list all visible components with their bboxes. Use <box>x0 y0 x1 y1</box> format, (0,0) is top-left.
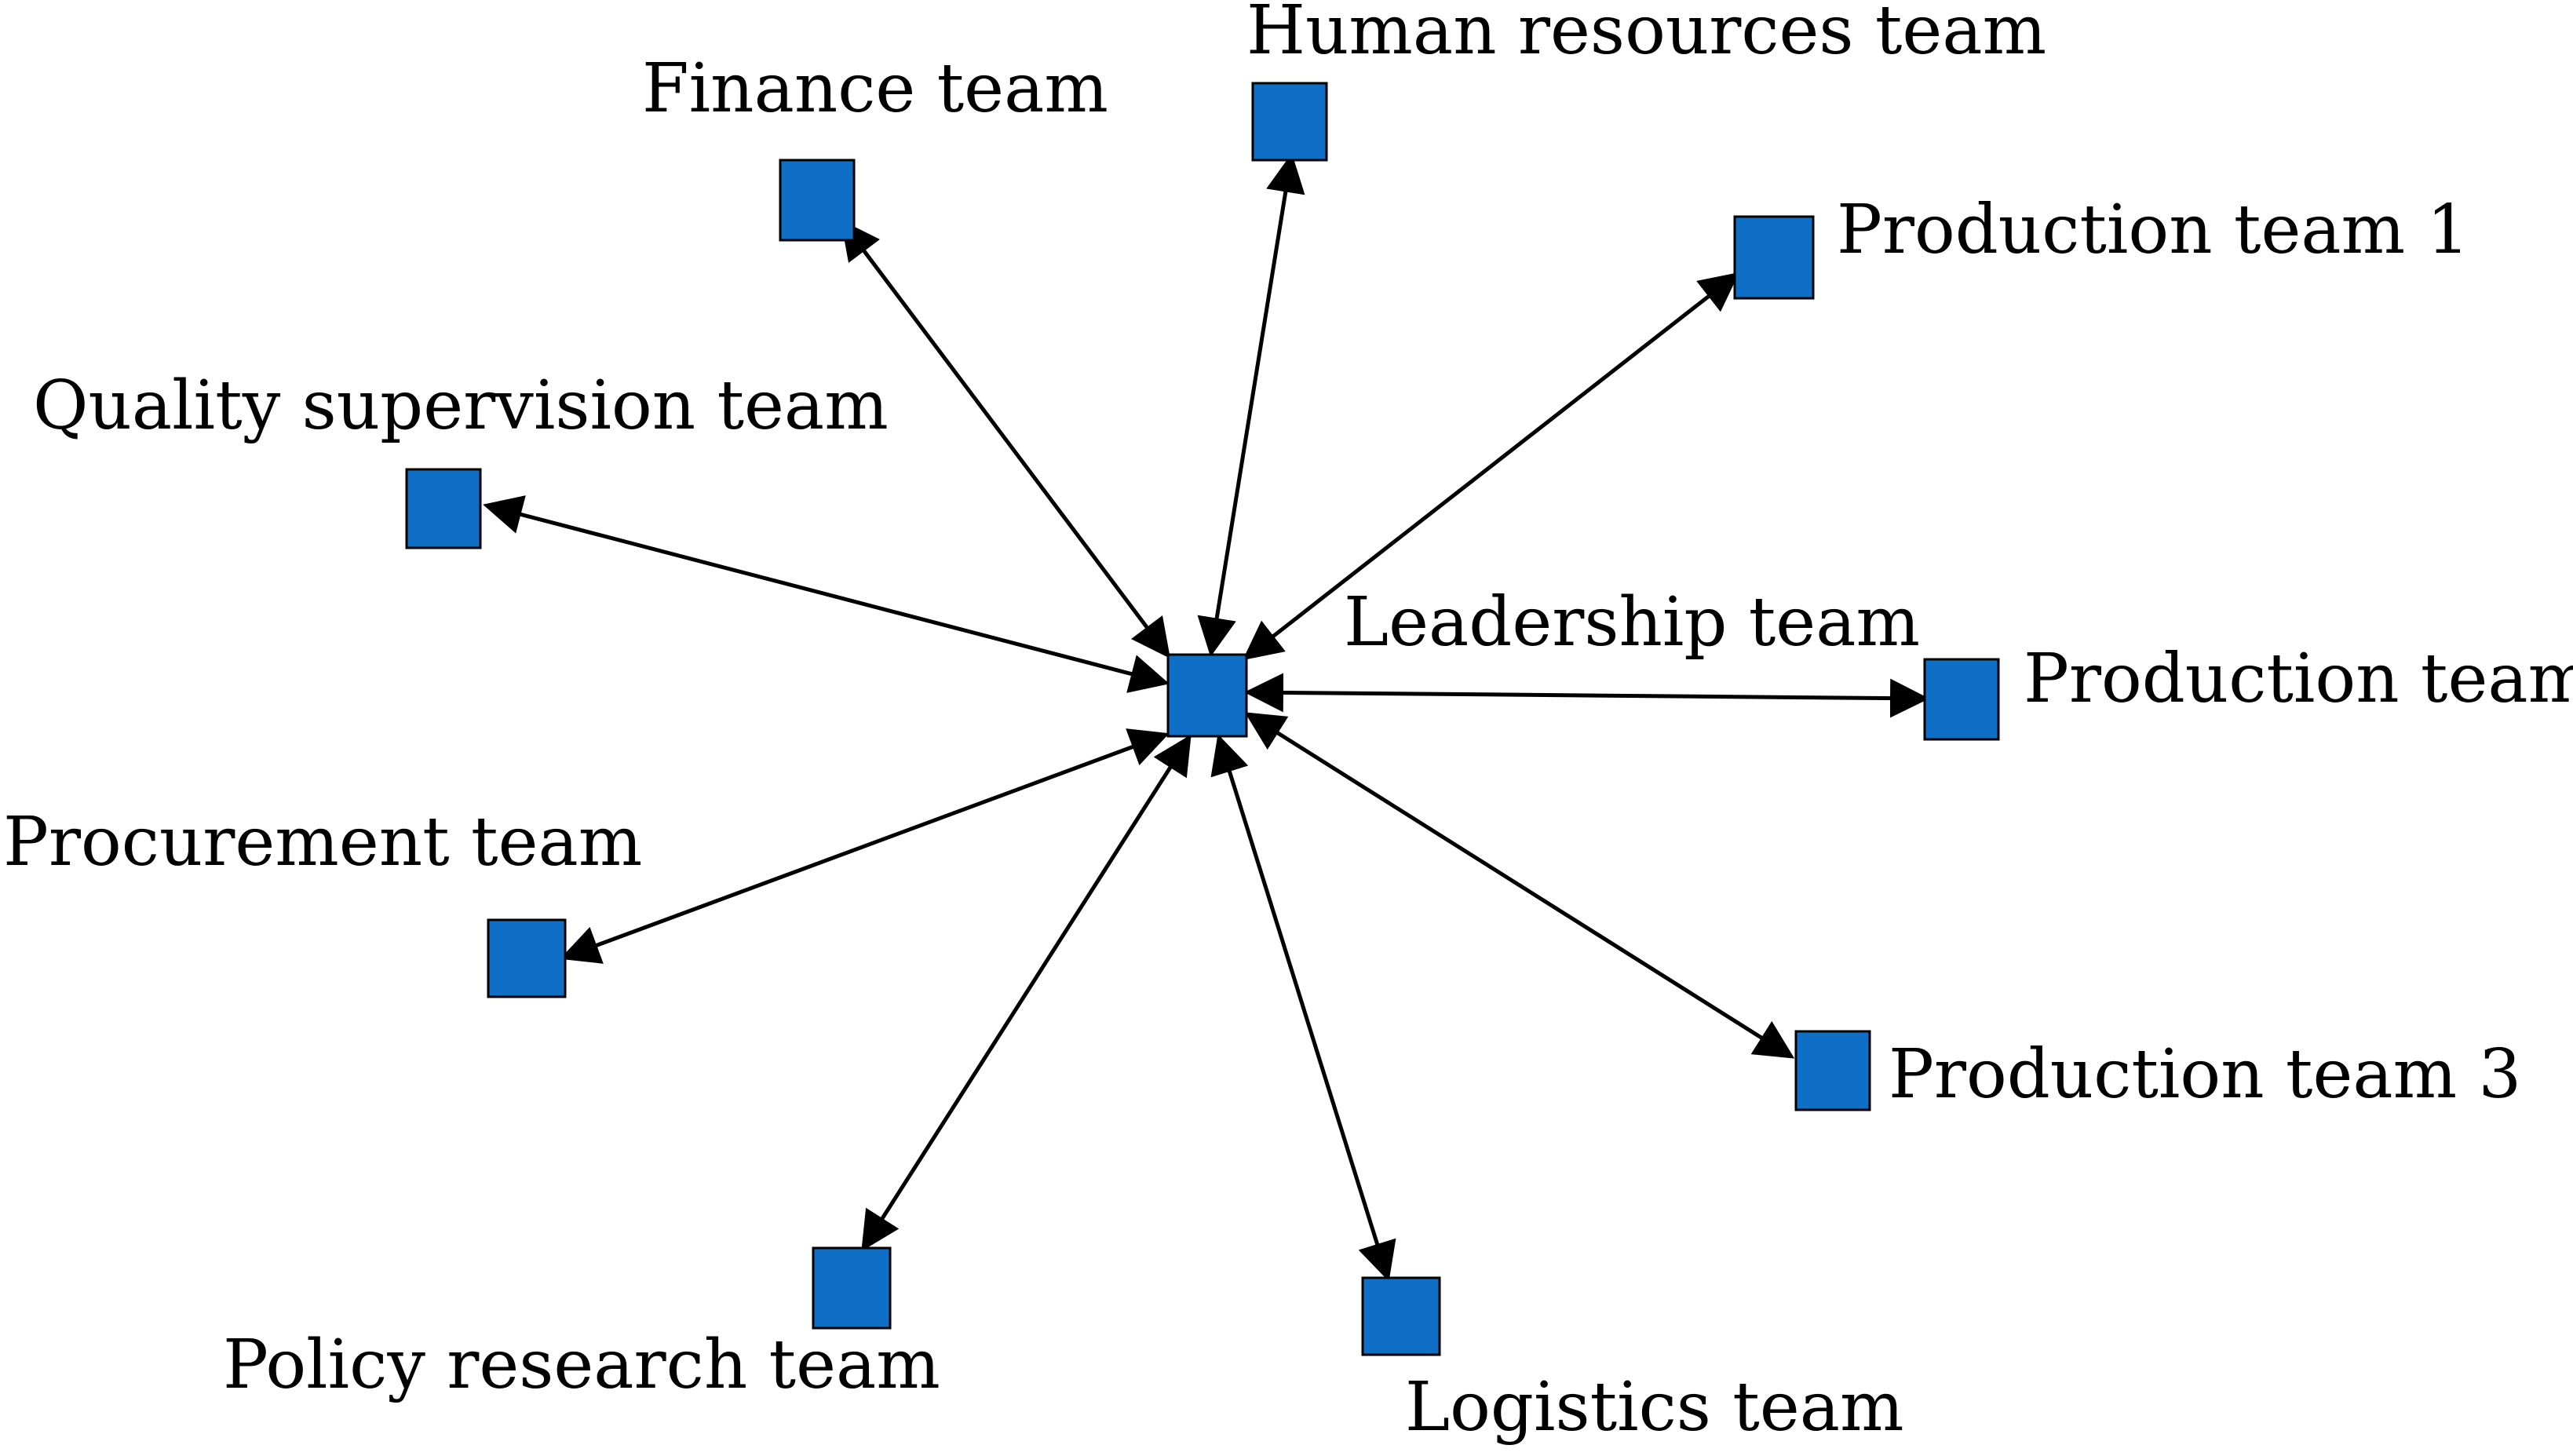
label-procurement: Procurement team <box>3 803 642 881</box>
label-prod2: Production team 2 <box>2024 640 2573 718</box>
edge-leadership-prod1 <box>1243 272 1739 661</box>
edge-leadership-prod3 <box>1244 712 1795 1059</box>
node-policy <box>812 1246 892 1330</box>
label-policy: Policy research team <box>223 1326 940 1404</box>
node-prod1 <box>1733 215 1815 300</box>
node-leadership <box>1166 653 1248 738</box>
edge-leadership-policy <box>861 734 1192 1252</box>
node-quality <box>405 468 482 549</box>
label-finance: Finance team <box>642 49 1108 128</box>
labels: Finance team Human resources team Produc… <box>3 0 2573 1447</box>
label-logistics: Logistics team <box>1405 1368 1904 1447</box>
edge-leadership-prod2 <box>1244 673 1929 718</box>
label-prod3: Production team 3 <box>1889 1035 2521 1114</box>
edge-leadership-procurement <box>560 728 1170 964</box>
edge-leadership-quality <box>483 495 1170 693</box>
edge-leadership-logistics <box>1210 734 1396 1282</box>
node-procurement <box>487 918 567 998</box>
label-prod1: Production team 1 <box>1837 191 2469 269</box>
label-hr: Human resources team <box>1246 0 2046 70</box>
label-leadership: Leadership team <box>1344 583 1920 662</box>
nodes <box>405 82 2000 1356</box>
node-finance <box>779 159 856 242</box>
edges <box>483 153 1929 1282</box>
edge-leadership-hr <box>1197 153 1305 657</box>
node-logistics <box>1361 1276 1441 1356</box>
node-prod2 <box>1923 658 2000 741</box>
node-hr <box>1251 82 1328 162</box>
label-quality: Quality supervision team <box>33 367 889 445</box>
node-prod3 <box>1794 1030 1871 1111</box>
edge-leadership-finance <box>840 220 1171 659</box>
